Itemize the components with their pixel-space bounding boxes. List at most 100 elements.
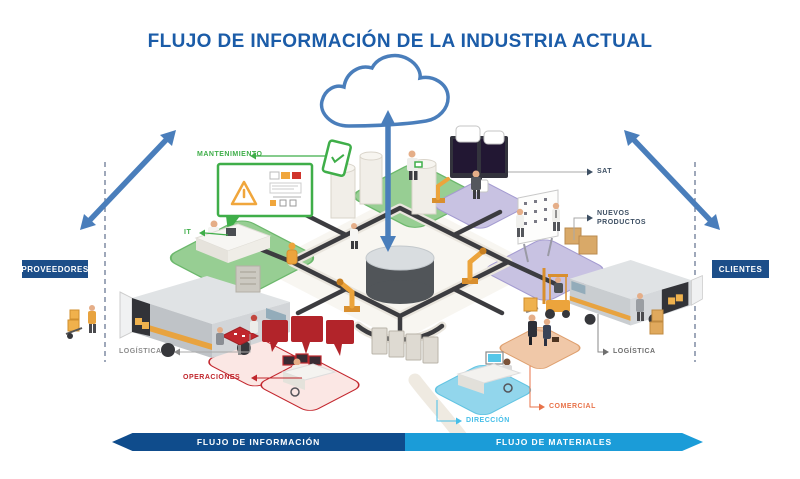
operator-head	[293, 358, 301, 366]
forklift-roof	[548, 274, 568, 277]
nuevos-person-2-leg-2	[557, 222, 560, 231]
robot-arm-left	[336, 278, 360, 312]
flujo-materiales-bar-label: FLUJO DE MATERIALES	[495, 437, 613, 447]
callout-comercial: COMERCIAL	[549, 403, 596, 410]
robot-arm-left-gripper	[336, 278, 344, 286]
red-bubble-3	[326, 320, 354, 344]
tablet-check	[331, 153, 345, 164]
it-desk-side	[228, 236, 270, 263]
sat-callout-arrow-icon	[587, 168, 593, 176]
control-monitor-3	[308, 355, 322, 366]
conveyor-spur-operaciones	[295, 286, 349, 316]
direccion-workstation	[456, 351, 522, 394]
whiteboard-legs	[523, 237, 553, 263]
pallet-boxes	[564, 227, 598, 255]
comercial-person-2-legs	[544, 339, 547, 346]
forklift-cage	[549, 277, 567, 300]
clientes-exchange-arrow-icon	[624, 130, 720, 230]
note-1	[524, 202, 527, 205]
worker-right-leg-2	[641, 312, 644, 321]
logistica-right-connector	[597, 314, 603, 353]
loading-crew-left	[65, 305, 96, 339]
callout-direccion-label: DIRECCIÓN	[466, 417, 510, 424]
sat-screen-right	[481, 139, 505, 173]
cloud-link-arrow-icon	[380, 110, 396, 252]
proveedores-exchange-arrow-icon	[80, 130, 176, 230]
robot-arm-right-gripper	[479, 247, 487, 255]
nuevos-person-1-head	[516, 208, 524, 216]
right-truck-open-door	[691, 275, 703, 306]
map-table-top	[220, 326, 260, 346]
machine-2	[388, 330, 405, 358]
nuevos-person-1	[516, 208, 524, 237]
pallet-box-2	[578, 235, 598, 255]
right-truck-roof	[569, 260, 692, 299]
flujo-informacion-bar-label: FLUJO DE INFORMACIÓN	[196, 437, 321, 447]
callout-nuevos-productos-label: NUEVOS PRODUCTOS	[597, 210, 647, 226]
right-truck-cargo-box-1	[668, 297, 676, 305]
sat-person-leg-2	[477, 190, 480, 199]
right-boxes-2	[651, 309, 664, 322]
mantenimiento-callout-arrow-icon	[250, 152, 256, 160]
mantenimiento-person-head	[408, 150, 416, 158]
callout-mantenimiento-label: MANTENIMIENTO	[197, 151, 263, 158]
note-8	[534, 220, 537, 223]
operaciones-callout-arrow-icon	[251, 374, 257, 382]
status-chip-white	[269, 171, 280, 180]
database-top	[365, 245, 435, 271]
sat-person-body	[471, 177, 481, 190]
logistica-left-connector	[180, 334, 251, 353]
logistica-left-callout-arrow-icon	[174, 348, 180, 356]
callout-logistica-izquierda-label: LOGÍSTICA	[119, 348, 162, 355]
left-truck-cargo-box-1	[135, 318, 142, 325]
control-monitor-2	[295, 353, 309, 364]
operaciones-person-2-head	[250, 314, 258, 322]
callout-sat: SAT	[597, 168, 612, 175]
map-table-leg	[238, 345, 241, 355]
handcart-box-2	[69, 309, 80, 320]
factory-worker-1-body	[350, 229, 358, 241]
left-truck-roof	[132, 276, 290, 324]
handshake-arms	[536, 329, 544, 332]
forklift-driver-body	[554, 283, 563, 293]
callout-comercial-label: COMERCIAL	[549, 403, 596, 410]
right-truck-wheel-front	[584, 313, 596, 325]
comercial-callout-arrow-icon	[539, 403, 545, 411]
note-3	[544, 198, 547, 201]
callout-it: IT	[184, 229, 191, 236]
robot-arm-top-base	[432, 198, 445, 203]
sat-person	[471, 170, 481, 199]
robot-arm-right-base	[462, 278, 478, 284]
tank-2	[359, 155, 383, 205]
comercial-platform	[499, 326, 581, 370]
direccion-desk-top	[456, 363, 522, 384]
tablet-frame	[321, 139, 352, 177]
note-5	[534, 210, 537, 213]
mantenimiento-person-leg-2	[414, 171, 418, 180]
forklift-driver-head	[555, 277, 561, 283]
red-bubble-2	[291, 316, 323, 342]
conveyor-spur-logistica	[505, 259, 563, 289]
mantenimiento-dashboard-panel	[216, 162, 314, 232]
proveedores-badge: PROVEEDORES	[21, 260, 89, 278]
speech-bubble-icon	[455, 125, 481, 143]
map-mark-1	[234, 333, 237, 335]
status-chip-red	[292, 172, 301, 179]
whiteboard-sticky-notes	[524, 198, 547, 225]
org-node-2	[279, 199, 287, 207]
nuevos-person-2-head	[552, 202, 560, 210]
machine-1	[371, 327, 388, 355]
direccion-callout-arrow-icon	[456, 417, 462, 425]
operaciones-control-desk	[281, 353, 337, 397]
logistica-right-callout-arrow-icon	[603, 348, 609, 356]
clientes-badge: CLIENTES	[712, 260, 769, 278]
nuevos-callout-arrow-icon	[587, 214, 593, 222]
proveedores-badge-label: PROVEEDORES	[21, 264, 89, 274]
callout-logistica-derecha-label: LOGÍSTICA	[613, 348, 656, 355]
worker-right-leg-1	[637, 312, 640, 321]
it-callout-arrow-icon	[199, 229, 205, 237]
left-exchange-arrow-shaft	[88, 138, 168, 222]
factory-robot-head	[288, 242, 296, 250]
office-chair	[290, 387, 300, 397]
